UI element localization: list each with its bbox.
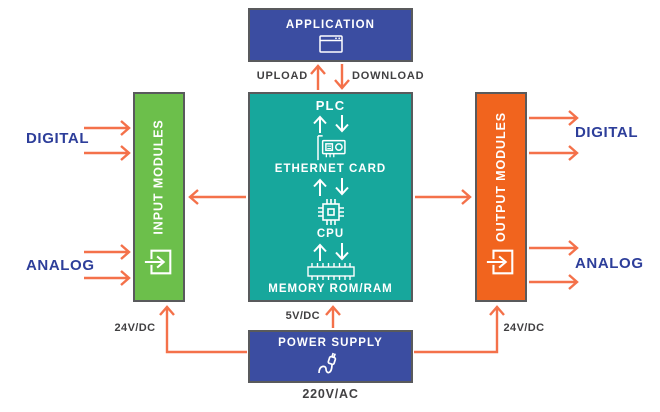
memory-label: MEMORY ROM/RAM [268, 283, 393, 295]
plc-title: PLC [315, 98, 346, 113]
power-24v-right-arrow [414, 305, 505, 354]
updown-arrows-icon [307, 114, 355, 134]
right-analog-arrow-2 [529, 274, 579, 290]
right-digital-arrow-2 [529, 145, 579, 161]
output-modules-label-wrap: OUTPUT MODULES [477, 94, 525, 260]
updown-arrows-icon [307, 177, 355, 197]
chip-icon [317, 198, 345, 226]
output-modules-label: OUTPUT MODULES [494, 112, 508, 242]
plc-to-input-arrow [188, 189, 246, 205]
left-digital-arrow-2 [84, 145, 131, 161]
ram-stick-icon [306, 263, 355, 281]
power-supply-label: POWER SUPPLY [278, 337, 383, 349]
left-analog-label: ANALOG [26, 257, 95, 274]
voltage-24v-right-label: 24V/DC [503, 322, 545, 334]
upload-arrow [310, 64, 326, 90]
input-modules-label-wrap: INPUT MODULES [135, 94, 183, 260]
plug-icon [315, 351, 347, 377]
right-analog-label: ANALOG [575, 255, 644, 272]
download-arrow [334, 64, 350, 90]
left-digital-label: DIGITAL [26, 130, 90, 147]
input-enter-box-icon [143, 246, 175, 278]
power-supply-box: POWER SUPPLY [248, 330, 413, 383]
voltage-5v-label: 5V/DC [285, 310, 320, 322]
download-label: DOWNLOAD [352, 70, 425, 82]
power-24v-left-arrow [159, 305, 247, 354]
plc-to-output-arrow [415, 189, 472, 205]
application-box: APPLICATION [248, 8, 413, 62]
input-modules-box: INPUT MODULES [133, 92, 185, 302]
cpu-label: CPU [316, 228, 345, 240]
left-digital-arrow-1 [84, 120, 131, 136]
output-modules-box: OUTPUT MODULES [475, 92, 527, 302]
ethernet-card-label: ETHERNET CARD [274, 163, 387, 175]
output-enter-box-icon [485, 246, 517, 278]
right-digital-label: DIGITAL [575, 124, 639, 141]
voltage-24v-left-label: 24V/DC [114, 322, 156, 334]
input-modules-label: INPUT MODULES [152, 119, 166, 235]
voltage-220v-label: 220V/AC [302, 387, 359, 401]
network-card-icon [313, 135, 349, 161]
updown-arrows-icon [307, 242, 355, 262]
right-analog-arrow-1 [529, 240, 579, 256]
browser-window-icon [318, 34, 343, 53]
upload-label: UPLOAD [256, 70, 308, 82]
application-label: APPLICATION [285, 18, 376, 31]
right-digital-arrow-1 [529, 110, 579, 126]
plc-box: PLC ETHERNET CARD [248, 92, 413, 302]
power-5v-arrow [325, 305, 341, 328]
